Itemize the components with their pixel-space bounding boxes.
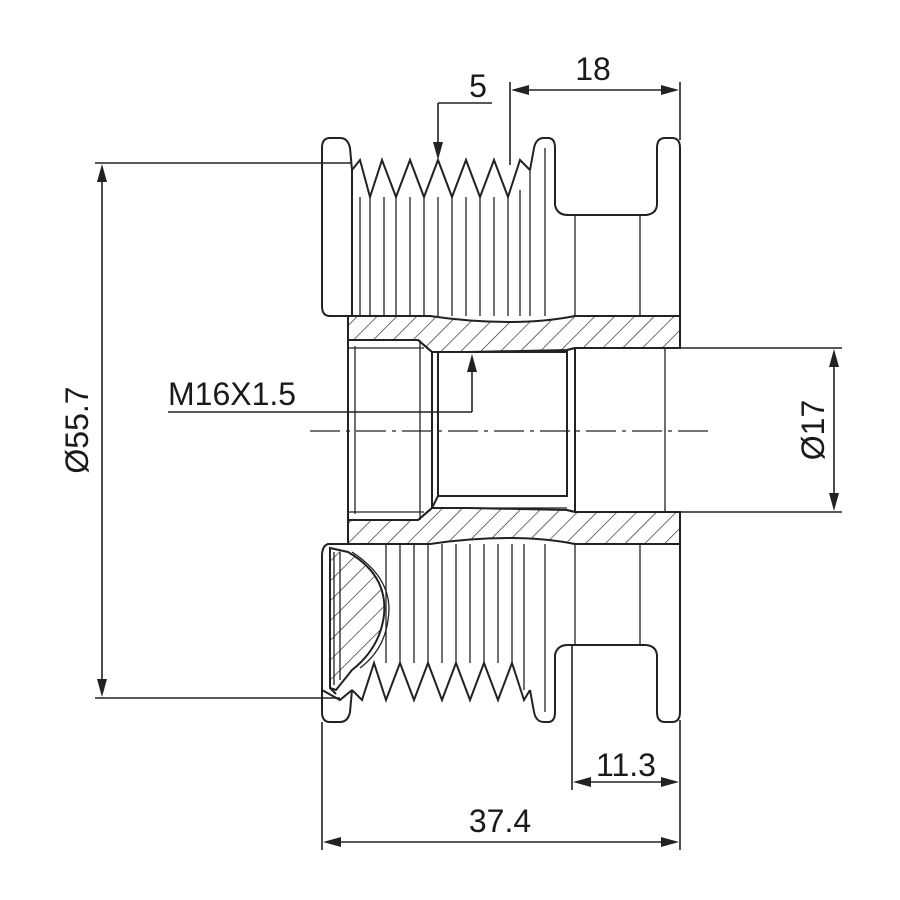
cross-section: [310, 315, 712, 545]
upper-ridge-lines: [359, 148, 546, 316]
dim-collar-length: 11.3: [571, 645, 681, 790]
dim-total-length: 37.4: [321, 722, 681, 850]
pulley-outline: [321, 137, 681, 723]
middle-bore: [431, 351, 568, 509]
upper-section-wall: [347, 315, 681, 353]
outer-diameter-label: Ø55.7: [59, 386, 95, 473]
clutch-length-label: 18: [575, 51, 611, 87]
dim-clutch-length: 18: [509, 51, 681, 165]
left-flange-upper: [321, 137, 353, 317]
dim-groove-pitch: 5: [433, 68, 492, 160]
lower-ridge-lines: [385, 544, 546, 712]
right-bore: [566, 347, 680, 513]
clutch-arc: [351, 551, 390, 669]
lower-groove-band: [351, 659, 531, 704]
clutch-detail: [321, 546, 390, 702]
thread-label: M16X1.5: [168, 376, 296, 412]
right-band-flange-lower: [529, 544, 681, 723]
left-flange-lower: [321, 543, 353, 723]
lower-section-wall: [347, 507, 681, 545]
dim-bore-diameter: Ø17: [680, 347, 842, 513]
clutch-tip: [321, 687, 353, 702]
collar-length-label: 11.3: [596, 747, 656, 783]
right-band-flange-upper: [529, 137, 681, 316]
dim-outer-diameter: Ø55.7: [59, 162, 352, 699]
bore-diameter-label: Ø17: [795, 400, 831, 460]
groove-pitch-label: 5: [469, 68, 487, 104]
dim-thread: M16X1.5: [168, 354, 477, 413]
total-length-label: 37.4: [469, 803, 531, 839]
upper-groove-band: [351, 156, 531, 316]
clutch-hatch: [329, 546, 386, 692]
